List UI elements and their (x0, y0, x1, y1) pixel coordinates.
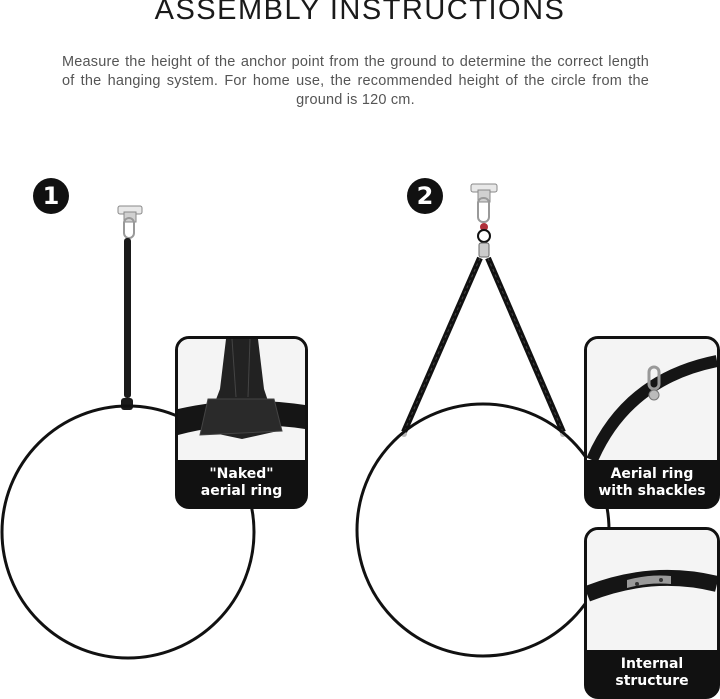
callout-ring-with-shackles-caption: Aerial ring with shackles (587, 460, 717, 506)
intro-paragraph: Measure the height of the anchor point f… (62, 54, 649, 108)
caption-line-1: "Naked" (209, 466, 274, 482)
step2-ceiling-mount (470, 183, 498, 258)
step1-aerial-ring (0, 404, 256, 660)
shackle-photo (587, 339, 717, 460)
step1-ceiling-mount (117, 205, 143, 239)
callout-naked-ring-caption: "Naked" aerial ring (178, 460, 305, 506)
caption-line-2: aerial ring (200, 483, 283, 499)
step1-strap (121, 238, 133, 410)
caption-line-2: with shackles (598, 483, 706, 499)
step-1-badge: 1 (33, 178, 69, 214)
step-2-badge: 2 (407, 178, 443, 214)
callout-ring-with-shackles: Aerial ring with shackles (584, 336, 720, 509)
naked-ring-photo (178, 339, 305, 460)
callout-internal-structure: Internal structure (584, 527, 720, 699)
caption-line-1: Aerial ring (610, 466, 694, 482)
step2-straps (401, 256, 566, 437)
callout-naked-ring: "Naked" aerial ring (175, 336, 308, 509)
callout-internal-structure-caption: Internal structure (587, 650, 717, 696)
caption-line-2: structure (615, 673, 689, 689)
page-title: ASSEMBLY INSTRUCTIONS (154, 0, 566, 26)
internal-structure-photo (587, 530, 717, 650)
step2-aerial-ring (355, 402, 611, 658)
caption-line-1: Internal (620, 656, 684, 672)
